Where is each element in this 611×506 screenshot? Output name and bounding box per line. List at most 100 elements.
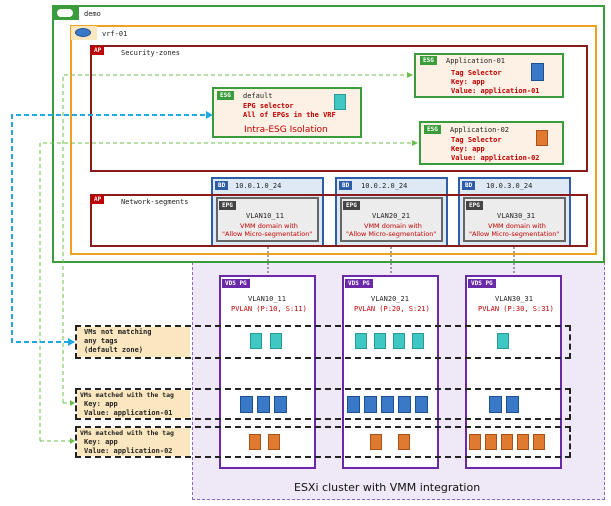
esg-default-line1: EPG selector bbox=[243, 102, 294, 110]
vm-blue-icon bbox=[257, 396, 270, 413]
app01-arrowhead bbox=[407, 72, 413, 78]
vm-teal-icon bbox=[412, 333, 424, 349]
esg-application-02-line2: Key: app bbox=[451, 145, 485, 153]
epg-3-tag: EPG bbox=[466, 201, 483, 210]
vds-pg-3-title: VLAN30_31 bbox=[495, 295, 533, 303]
vm-blue-icon bbox=[364, 396, 377, 413]
vm-teal-icon bbox=[270, 333, 282, 349]
row-app-01-line1: VMs matched with the tag bbox=[80, 391, 174, 399]
row-default-zone-line3: (default zone) bbox=[84, 346, 144, 354]
epg-2-line2: "Allow Micro-segmentation" bbox=[346, 230, 437, 238]
vm-orange-icon bbox=[485, 434, 497, 450]
cluster-label: ESXi cluster with VMM integration bbox=[294, 481, 481, 494]
vds-pg-1 bbox=[219, 275, 316, 469]
esg-default-line2: All of EPGs in the VRF bbox=[243, 111, 336, 119]
default-esg-arrowhead bbox=[206, 111, 213, 119]
ap-security-label: Security-zones bbox=[121, 49, 181, 57]
vm-orange-icon bbox=[268, 434, 280, 450]
vds-pg-2-tag: VDS PG bbox=[345, 279, 373, 288]
esg-application-02-title: Application-02 bbox=[450, 126, 510, 134]
vm-teal-icon bbox=[355, 333, 367, 349]
vm-orange-icon bbox=[533, 434, 545, 450]
vds-pg-3-pvlan: PVLAN (P:30, S:31) bbox=[478, 305, 554, 313]
epg-1-title: VLAN10_11 bbox=[246, 212, 284, 220]
esg-default-tag: ESG bbox=[217, 91, 234, 100]
cloud-icon bbox=[57, 9, 73, 17]
ap-security-box bbox=[90, 45, 588, 172]
bd-1-tag: BD bbox=[215, 181, 229, 190]
esg-application-01-tag: ESG bbox=[420, 56, 437, 65]
row-app-01-line2: Key: app bbox=[84, 400, 118, 408]
row-default-zone-label-bg bbox=[77, 327, 190, 357]
vm-blue-icon bbox=[240, 396, 253, 413]
bd-1-label: 10.0.1.0_24 bbox=[235, 182, 282, 190]
esg-application-02-tag: ESG bbox=[424, 125, 441, 134]
epg-3-line1: VMM domain with bbox=[488, 222, 546, 230]
vds-pg-3-tag: VDS PG bbox=[468, 279, 496, 288]
vm-teal-icon bbox=[250, 333, 262, 349]
esg-application-02-line1: Tag Selector bbox=[451, 136, 502, 144]
vm-blue-icon bbox=[489, 396, 502, 413]
vm-blue-icon bbox=[274, 396, 287, 413]
vm-blue-icon bbox=[398, 396, 411, 413]
vm-teal-icon bbox=[497, 333, 509, 349]
row-app-02-line3: Value: application-02 bbox=[84, 447, 173, 455]
esg-application-01-line2: Key: app bbox=[451, 78, 485, 86]
epg-1-tag: EPG bbox=[219, 201, 236, 210]
vm-orange-icon bbox=[249, 434, 261, 450]
router-icon bbox=[75, 28, 91, 37]
ap-network-label: Network-segments bbox=[121, 198, 189, 206]
bd-2-label: 10.0.2.0_24 bbox=[361, 182, 408, 190]
default-zone-arrowhead bbox=[68, 338, 75, 346]
bd-3-label: 10.0.3.0_24 bbox=[486, 182, 533, 190]
tenant-label: demo bbox=[84, 10, 101, 18]
epg-1-line2: "Allow Micro-segmentation" bbox=[222, 230, 313, 238]
vm-blue-icon bbox=[381, 396, 394, 413]
server-teal-icon bbox=[334, 94, 346, 110]
tenant-box bbox=[52, 5, 605, 263]
vm-blue-icon bbox=[506, 396, 519, 413]
ap-security-tag: AP bbox=[91, 46, 105, 55]
esg-application-02-line3: Value: application-02 bbox=[451, 154, 540, 162]
epg-3-title: VLAN30_31 bbox=[497, 212, 535, 220]
row-app-01-label-bg bbox=[77, 390, 190, 418]
esg-application-01-line1: Tag Selector bbox=[451, 69, 502, 77]
row-default-zone bbox=[75, 325, 571, 359]
row-app-02-label-bg bbox=[77, 428, 190, 456]
vm-orange-icon bbox=[501, 434, 513, 450]
app02-connector bbox=[39, 142, 412, 441]
ap-network-tag: AP bbox=[91, 195, 105, 204]
row-app-01 bbox=[75, 388, 571, 420]
bd-2-tag: BD bbox=[339, 181, 353, 190]
epg-2-line1: VMM domain with bbox=[364, 222, 422, 230]
server-blue-icon bbox=[531, 63, 544, 81]
esg-default-title: default bbox=[243, 92, 273, 100]
esg-application-01-title: Application-01 bbox=[446, 57, 506, 65]
row-app-02 bbox=[75, 426, 571, 458]
vds-pg-2-pvlan: PVLAN (P:20, S:21) bbox=[354, 305, 430, 313]
app01-row-arrowhead bbox=[70, 400, 75, 406]
vm-teal-icon bbox=[374, 333, 386, 349]
vm-orange-icon bbox=[517, 434, 529, 450]
epg-3-line2: "Allow Micro-segmentation" bbox=[469, 230, 560, 238]
ap-network-box bbox=[90, 194, 588, 247]
row-app-02-line2: Key: app bbox=[84, 438, 118, 446]
vrf-label: vrf-01 bbox=[102, 30, 128, 38]
vm-orange-icon bbox=[469, 434, 481, 450]
vds-pg-2-title: VLAN20_21 bbox=[371, 295, 409, 303]
default-zone-connector bbox=[11, 114, 205, 343]
row-app-02-line1: VMs matched with the tag bbox=[80, 429, 174, 437]
vds-pg-2 bbox=[342, 275, 439, 469]
esg-application-01-line3: Value: application-01 bbox=[451, 87, 540, 95]
epg-1-line1: VMM domain with bbox=[240, 222, 298, 230]
row-default-zone-line2: any tags bbox=[84, 337, 118, 345]
esg-default-isolation: Intra-ESG Isolation bbox=[244, 125, 328, 135]
epg-2 bbox=[340, 197, 443, 242]
vm-orange-icon bbox=[398, 434, 410, 450]
vds-pg-1-title: VLAN10_11 bbox=[248, 295, 286, 303]
vm-blue-icon bbox=[415, 396, 428, 413]
vds-pg-1-pvlan: PVLAN (P:10, S:11) bbox=[231, 305, 307, 313]
vm-teal-icon bbox=[393, 333, 405, 349]
